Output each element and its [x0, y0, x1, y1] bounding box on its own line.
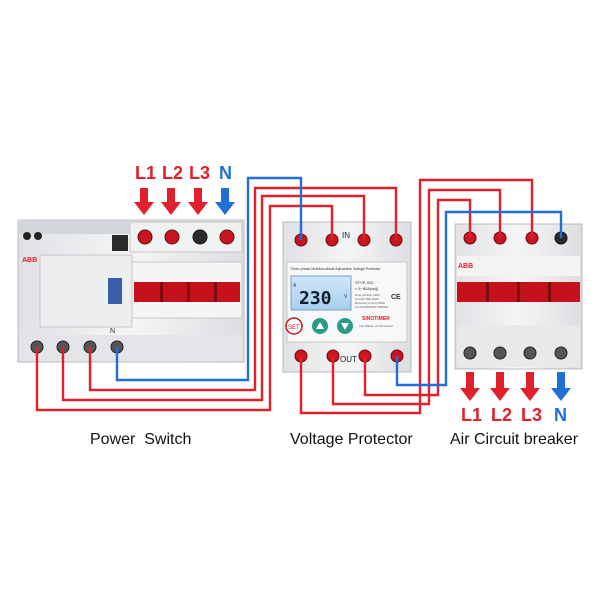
test-button[interactable] — [112, 235, 128, 251]
arrow-down-icon — [520, 372, 540, 401]
input-arrows — [134, 188, 235, 215]
wire-l3-switch-to-protector — [88, 186, 398, 392]
output-label-l2: L2 — [491, 405, 513, 425]
arrow-down-icon — [215, 188, 235, 215]
vp-ce-mark: CE — [391, 294, 401, 301]
arrow-down-icon — [490, 372, 510, 401]
air-circuit-breaker: ABB — [454, 223, 583, 370]
input-label-n: N — [219, 163, 232, 183]
vp-lcd — [290, 275, 352, 311]
bottom-terminal-block — [20, 335, 242, 361]
arrow-down-icon — [460, 372, 480, 401]
breaker-label-strip — [457, 256, 580, 276]
output-label-l3: L3 — [521, 405, 543, 425]
arrow-down-icon — [134, 188, 154, 215]
breaker-handle-divider — [548, 282, 551, 302]
vp-spec-line: Recovery time 2~900s — [355, 301, 385, 305]
vp-rating: ≈ 5~80A(adj) — [355, 286, 379, 291]
terminal-l3-in — [192, 229, 208, 245]
arrow-down-icon — [188, 188, 208, 215]
switch-handle-divider — [214, 282, 217, 302]
power-switch-brand: ABB — [22, 257, 37, 264]
output-label-n: N — [554, 405, 567, 425]
breaker-bottom — [457, 325, 580, 367]
breaker-terminal-n-out — [554, 346, 568, 360]
vp-reading-side: A — [293, 283, 297, 289]
wires — [35, 176, 563, 415]
voltage-protector: IN Three-phase Multifunctional Adjustabl… — [282, 221, 412, 373]
down-icon — [341, 323, 349, 330]
breaker-terminal-l3-out — [523, 346, 537, 360]
neutral-mark: N — [110, 328, 115, 335]
up-icon — [316, 322, 324, 329]
indicator-dot — [23, 232, 31, 240]
input-label-l3: L3 — [189, 163, 211, 183]
terminal-l2-in — [164, 229, 180, 245]
terminal-l1-in — [137, 229, 153, 245]
vp-reading-unit: V — [344, 294, 348, 300]
arrow-down-icon — [161, 188, 181, 215]
arrow-down-icon — [551, 372, 571, 401]
rcd-toggle[interactable] — [108, 278, 122, 304]
breaker-handle-divider — [517, 282, 520, 302]
wire-l1-switch-to-protector — [35, 204, 334, 412]
power-switch: ABB N — [17, 219, 245, 363]
wire-l1-protector-to-breaker — [299, 178, 534, 415]
input-label-l2: L2 — [162, 163, 184, 183]
breaker-terminal-l1-out — [463, 346, 477, 360]
vp-spec-line: Over AC231~300V — [355, 293, 380, 297]
indicator-dot — [34, 232, 42, 240]
set-button-label: SET — [288, 325, 300, 331]
wire-l2-protector-to-breaker — [331, 188, 502, 406]
switch-handle-divider — [187, 282, 190, 302]
output-arrows — [460, 372, 571, 401]
vp-in-label: IN — [342, 231, 350, 240]
air-breaker-caption: Air Circuit breaker — [450, 431, 579, 448]
switch-handle-divider — [160, 282, 163, 302]
breaker-terminal-l2-out — [493, 346, 507, 360]
vp-out-label: OUT — [340, 355, 357, 364]
set-button[interactable] — [285, 317, 303, 335]
wire-n-switch-to-protector — [115, 176, 303, 382]
vp-spec-line: Un AC230/400V 50/60Hz — [355, 305, 389, 309]
wire-n-protector-to-breaker — [395, 210, 563, 387]
wire-l3-protector-to-breaker — [363, 198, 472, 397]
wire-l2-switch-to-protector — [61, 194, 366, 402]
terminal-n-in — [219, 229, 235, 245]
vp-title: Three-phase Multifunctional Adjustable V… — [290, 267, 381, 271]
vp-model: STVP-932 — [355, 280, 374, 285]
vp-reading: 230 — [299, 288, 332, 309]
breaker-handle-divider — [486, 282, 489, 302]
vp-spec-line: Und AC150~210V — [355, 297, 379, 301]
power-switch-caption: Power Switch — [90, 431, 192, 448]
vp-tagline: The Master of Volt Guard — [359, 324, 393, 328]
input-label-l1: L1 — [135, 163, 157, 183]
output-label-l1: L1 — [461, 405, 483, 425]
vp-brand: SINOTIMER — [362, 316, 390, 322]
voltage-protector-caption: Voltage Protector — [290, 431, 413, 448]
breaker-brand: ABB — [458, 263, 473, 270]
